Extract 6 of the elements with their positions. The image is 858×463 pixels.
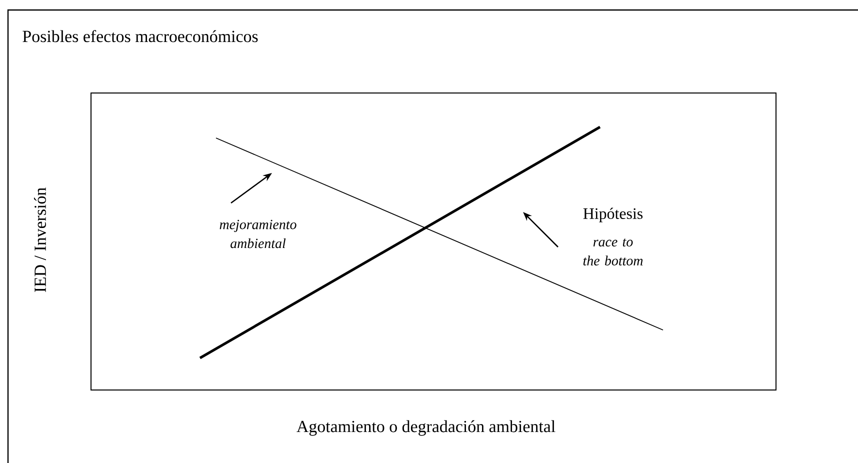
note-text: Hipótesis: [583, 208, 643, 222]
axis-label: Agotamiento o degradación ambiental: [296, 420, 556, 436]
note-text: race to the bottom: [583, 238, 643, 266]
note-text: mejoramiento ambiental: [220, 220, 296, 248]
axis-label: IED / Inversión: [34, 188, 46, 292]
title: Posibles efectos macroeconómicos: [22, 30, 258, 42]
